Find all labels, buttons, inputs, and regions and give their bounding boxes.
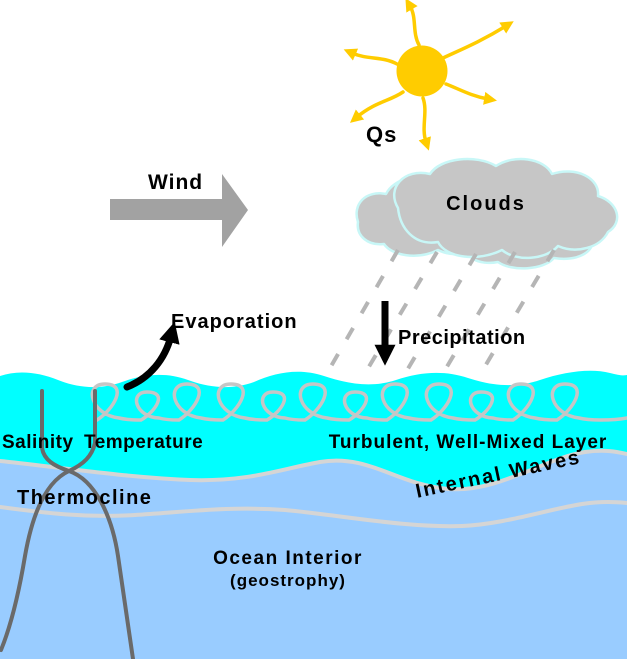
wind-label: Wind <box>148 171 204 194</box>
sun-disc <box>396 45 448 97</box>
sun-ray-lower-right <box>444 82 497 105</box>
sun-ray-left <box>343 48 399 66</box>
precipitation-label: Precipitation <box>398 327 526 349</box>
rain-line <box>328 249 400 369</box>
temperature-label: Temperature <box>84 432 204 453</box>
rain-line <box>365 250 439 372</box>
thermocline-label: Thermocline <box>17 487 153 509</box>
sun-ray-lower-left <box>350 90 405 123</box>
rain-line <box>404 252 478 374</box>
salinity-label: Salinity <box>2 432 74 453</box>
cloud-shape <box>355 157 619 270</box>
geostrophy-label: (geostrophy) <box>230 571 346 590</box>
sun-icon <box>343 0 514 151</box>
evaporation-arrow <box>123 321 180 391</box>
cloud-lobe-main <box>392 157 619 260</box>
rain-line <box>443 250 517 372</box>
sun-ray-upper-right <box>441 21 514 60</box>
mixed-layer-boundary-line <box>0 448 627 492</box>
turbulence-coil <box>90 382 627 422</box>
solar-radiation-label: Qs <box>366 122 398 147</box>
sun-ray-up <box>405 0 421 47</box>
ocean-interior-label: Ocean Interior <box>213 548 363 569</box>
evaporation-label: Evaporation <box>171 311 298 333</box>
internal-wave-line <box>0 500 627 529</box>
clouds-label: Clouds <box>446 193 526 215</box>
ocean-interior-layer <box>0 450 627 659</box>
temperature-profile-line <box>0 389 97 652</box>
rain-dashes <box>328 248 556 374</box>
sun-ray-down <box>418 96 431 151</box>
turbulent-layer-label: Turbulent, Well-Mixed Layer <box>328 432 608 453</box>
rain-line <box>482 248 556 370</box>
wind-arrow <box>110 174 248 247</box>
salinity-profile-line <box>40 389 135 659</box>
